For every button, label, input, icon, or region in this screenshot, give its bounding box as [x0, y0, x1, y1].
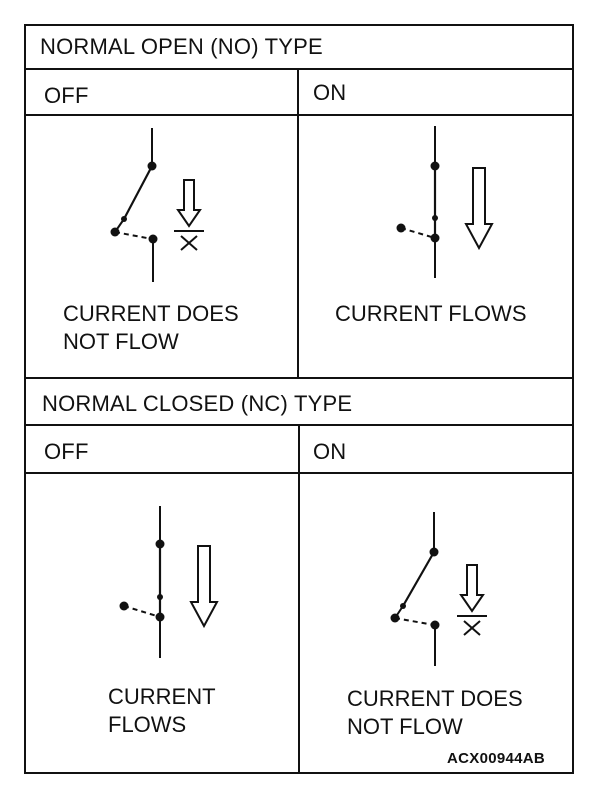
nc-type-title: NORMAL CLOSED (NC) TYPE: [42, 391, 353, 416]
no-on-caption: CURRENT FLOWS: [335, 301, 527, 326]
nc-off-flow-arrow-icon: [190, 545, 218, 627]
nc-on-blocked-arrow-icon: [456, 564, 488, 636]
no-on-flow-arrow-icon: [465, 167, 493, 249]
nc-on-switch-symbol: [390, 512, 440, 666]
divider-no-headers: [24, 114, 574, 116]
no-off-switch-symbol: [110, 128, 158, 282]
divider-no-section: [24, 377, 574, 379]
divider-no-title: [24, 68, 574, 70]
figure-id: ACX00944AB: [447, 750, 546, 767]
divider-nc-columns: [298, 424, 300, 774]
nc-off-label: OFF: [44, 439, 89, 464]
nc-on-label: ON: [313, 439, 347, 464]
no-on-switch-symbol: [396, 126, 440, 278]
nc-off-switch-symbol: [119, 506, 165, 658]
no-off-blocked-arrow-icon: [173, 179, 205, 251]
no-type-title: NORMAL OPEN (NO) TYPE: [40, 34, 323, 59]
nc-on-caption: CURRENT DOES NOT FLOW: [347, 686, 523, 739]
no-off-caption: CURRENT DOES NOT FLOW: [63, 301, 239, 354]
nc-off-caption: CURRENT FLOWS: [108, 684, 216, 737]
no-on-label: ON: [313, 80, 347, 105]
no-off-label: OFF: [44, 83, 89, 108]
divider-no-columns: [297, 68, 299, 378]
